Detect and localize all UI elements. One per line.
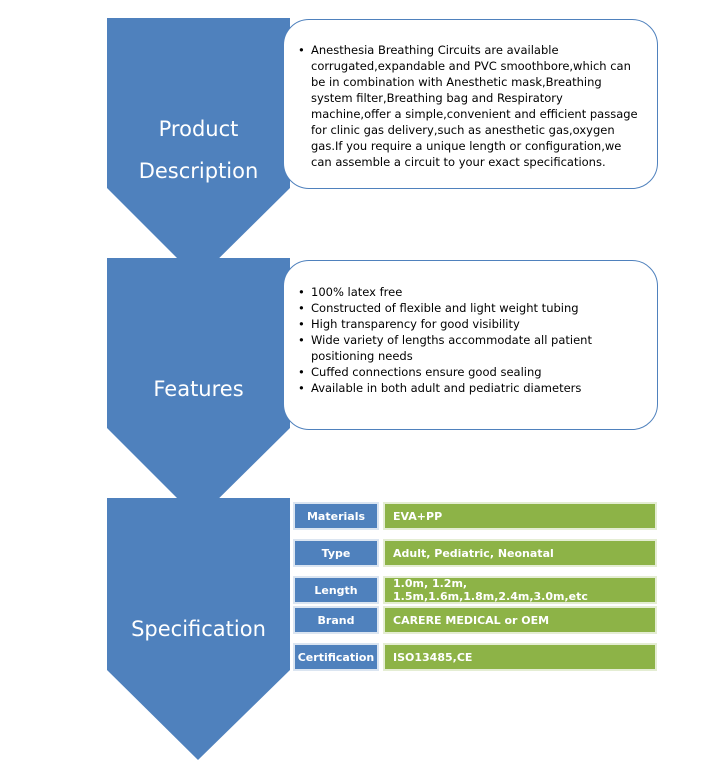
spec-value: Adult, Pediatric, Neonatal [383, 539, 657, 567]
feature-item: Available in both adult and pediatric di… [298, 380, 643, 396]
section-title-product-description: Product Description [138, 117, 259, 183]
spec-label: Brand [293, 606, 379, 634]
chevron-product-description [107, 18, 290, 279]
feature-item: Cuffed connections ensure good sealing [298, 364, 643, 380]
features-box: 100% latex free Constructed of flexible … [283, 260, 658, 430]
feature-item: 100% latex free [298, 284, 643, 300]
section-title-specification: Specification [131, 617, 266, 641]
spec-value: 1.0m, 1.2m, 1.5m,1.6m,1.8m,2.4m,3.0m,etc [383, 576, 657, 604]
spec-label: Length [293, 576, 379, 604]
product-description-list: Anesthesia Breathing Circuits are availa… [298, 42, 643, 170]
features-list: 100% latex free Constructed of flexible … [298, 284, 643, 396]
feature-item: Wide variety of lengths accommodate all … [298, 332, 643, 364]
spec-value: CARERE MEDICAL or OEM [383, 606, 657, 634]
spec-label: Type [293, 539, 379, 567]
spec-label: Certification [293, 643, 379, 671]
chevron-features [107, 258, 290, 519]
chevron-specification [107, 498, 290, 760]
product-description-box: Anesthesia Breathing Circuits are availa… [283, 19, 658, 189]
spec-value: EVA+PP [383, 502, 657, 530]
spec-value: ISO13485,CE [383, 643, 657, 671]
section-title-features: Features [153, 377, 244, 401]
feature-item: Constructed of flexible and light weight… [298, 300, 643, 316]
feature-item: High transparency for good visibility [298, 316, 643, 332]
spec-label: Materials [293, 502, 379, 530]
description-text: Anesthesia Breathing Circuits are availa… [298, 42, 643, 170]
